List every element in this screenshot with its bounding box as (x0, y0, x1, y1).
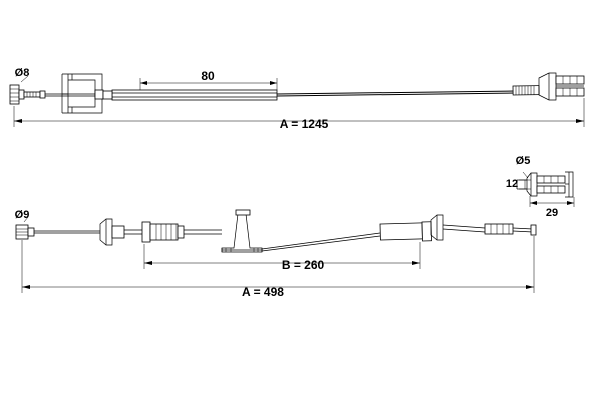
dimension-29 (529, 196, 575, 207)
top-left-bracket (45, 73, 104, 114)
label-detail-diameter: Ø5 (516, 155, 531, 167)
dimension-a-498 (21, 236, 535, 293)
bottom-left-connector (99, 218, 222, 246)
label-detail-width: 29 (546, 207, 558, 219)
label-bottom-diameter: Ø9 (15, 209, 30, 221)
bottom-left-end-fitting (15, 216, 100, 240)
dimension-b-260 (143, 242, 421, 269)
top-assembly-group (9, 72, 585, 127)
top-left-end-fitting (9, 84, 46, 105)
dimension-a-1245 (13, 98, 585, 127)
label-bottom-segment-b: B = 260 (282, 258, 325, 272)
dimension-12 (519, 179, 531, 190)
label-top-overall: A = 1245 (280, 117, 329, 131)
dimension-80 (139, 78, 278, 90)
detail-group (516, 171, 575, 207)
label-detail-height: 12 (506, 178, 518, 190)
top-cable-run (276, 90, 516, 97)
top-main-sleeve (102, 89, 278, 101)
bottom-right-connector (261, 214, 537, 252)
label-bottom-overall: A = 498 (242, 285, 284, 299)
bottom-assembly-group (15, 209, 537, 293)
label-top-diameter: Ø8 (15, 67, 30, 79)
label-top-segment-80: 80 (201, 69, 215, 83)
top-right-end-fitting (512, 72, 585, 101)
bottom-boot (221, 209, 263, 253)
top-diameter-leader (20, 75, 29, 83)
